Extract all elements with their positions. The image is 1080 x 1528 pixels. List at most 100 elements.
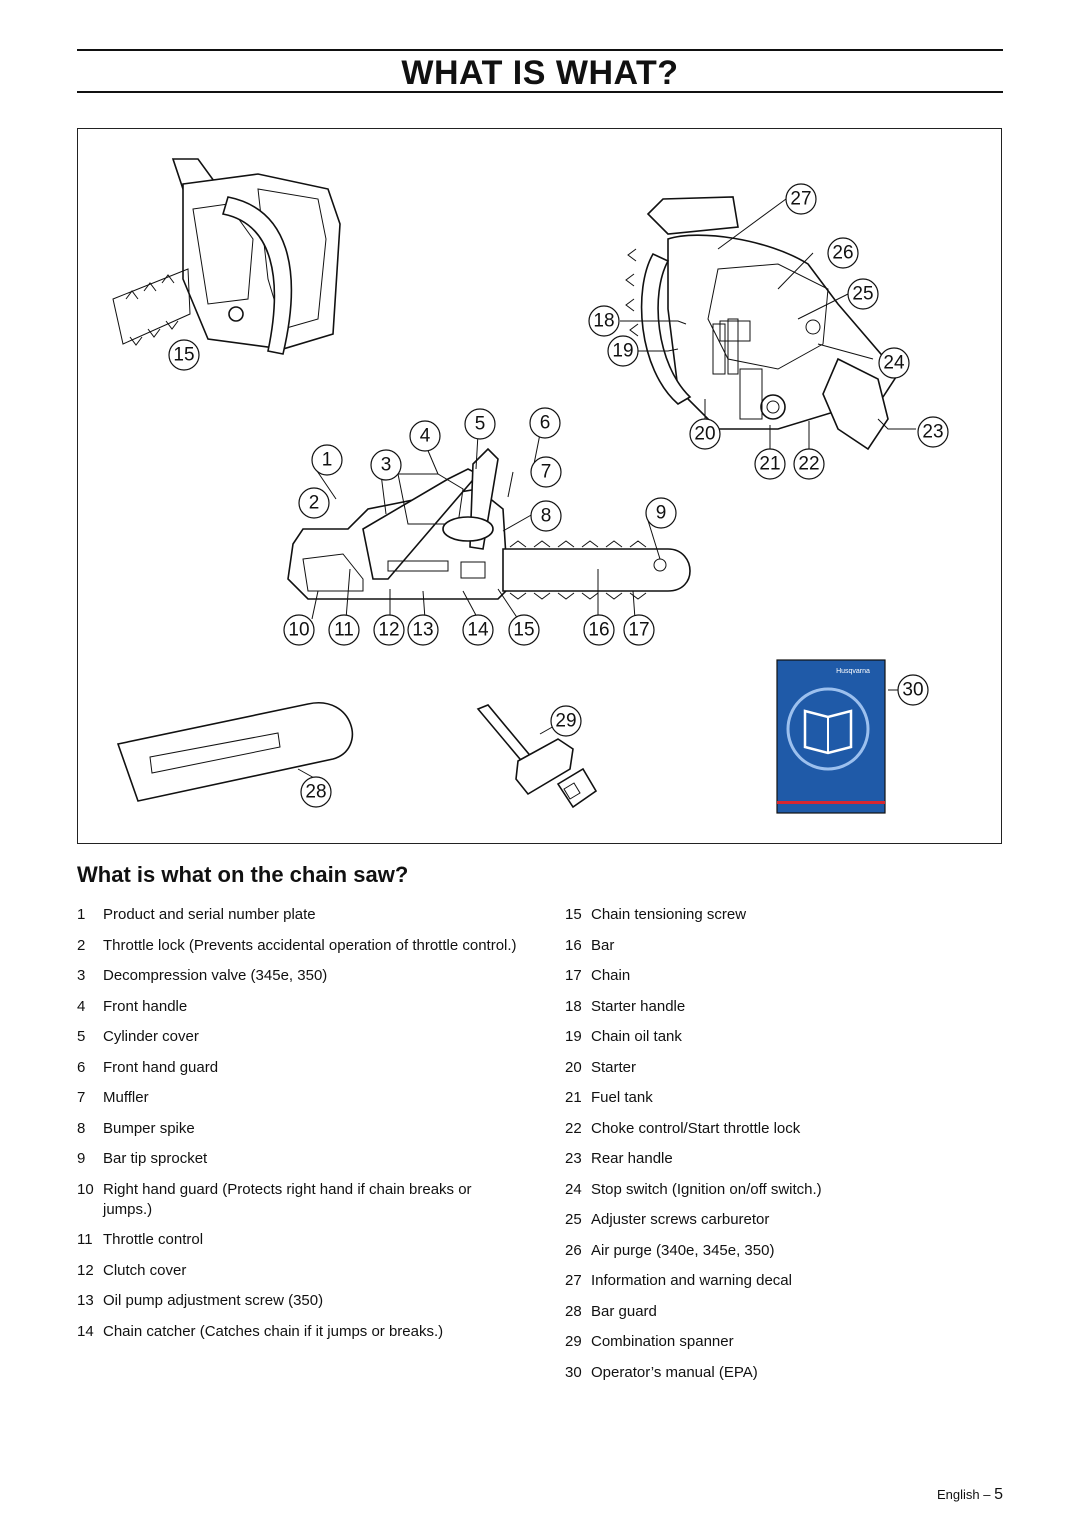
callout-10: 10 [283,614,315,646]
part-label: Bar guard [591,1302,657,1320]
callout-16: 16 [583,614,615,646]
footer-language: English [936,1487,980,1502]
svg-text:11: 11 [334,620,354,641]
part-number: 10 [77,1180,94,1198]
svg-text:5: 5 [475,414,486,435]
svg-text:13: 13 [412,620,433,641]
part-label: Front handle [103,997,188,1015]
callout-24: 24 [878,347,910,379]
part-number: 12 [77,1261,94,1279]
part-number: 22 [565,1119,582,1137]
callout-9: 9 [645,497,677,529]
callout-14: 14 [462,614,494,646]
part-label: Rear handle [591,1150,673,1167]
svg-text:16: 16 [588,620,609,641]
part-number: 20 [565,1058,582,1076]
rear-view-detail [625,196,899,451]
part-label: Decompression valve (345e, 350) [103,967,328,984]
bar-guard-illustration [116,701,353,802]
part-number: 23 [565,1150,582,1167]
callout-21: 21 [754,448,786,480]
part-label: Throttle lock (Prevents accidental opera… [103,936,517,954]
part-number: 16 [565,936,582,954]
part-number: 30 [565,1363,582,1381]
part-number: 14 [77,1322,94,1340]
callout-25: 25 [847,278,879,310]
callout-20: 20 [689,418,721,450]
section-heading: What is what on the chain saw? [77,862,409,887]
svg-text:9: 9 [656,503,667,524]
callout-3: 3 [370,449,402,481]
svg-text:18: 18 [593,311,614,332]
svg-text:8: 8 [541,506,552,527]
part-number: 8 [77,1119,86,1137]
callout-29: 29 [550,705,582,737]
svg-text:3: 3 [381,455,392,476]
callout-17: 17 [623,614,655,646]
callout-15-side: 15 [508,614,540,646]
callout-13: 13 [407,614,439,646]
svg-text:26: 26 [832,243,853,264]
part-label: Fuel tank [591,1089,653,1106]
svg-text:6: 6 [540,413,551,434]
part-label: Choke control/Start throttle lock [591,1119,801,1137]
svg-text:19: 19 [612,341,633,362]
callout-18: 18 [588,305,620,337]
part-number: 5 [77,1028,86,1045]
part-number: 7 [77,1089,86,1106]
callout-4: 4 [409,420,441,452]
parts-list-item: 22 Choke control/Start throttle lock [565,1119,1005,1139]
page-title: WHAT IS WHAT? [401,54,679,92]
svg-text:22: 22 [798,454,819,475]
part-number: 29 [565,1333,582,1350]
part-label: Clutch cover [103,1261,187,1279]
part-number: 25 [565,1211,582,1228]
svg-text:15: 15 [173,345,194,366]
callout-8: 8 [530,500,562,532]
part-label: Operator’s manual (EPA) [591,1363,758,1381]
svg-text:20: 20 [694,424,715,445]
svg-text:23: 23 [922,422,943,443]
part-label: Product and serial number plate [103,906,316,923]
svg-text:4: 4 [420,426,431,447]
parts-list-item: 23 Rear handle [565,1149,1005,1169]
part-number: 13 [77,1292,94,1309]
part-label: Front hand guard [103,1058,219,1076]
part-label: Starter handle [591,997,686,1015]
callout-15-top: 15 [168,339,200,371]
svg-text:Husqvarna: Husqvarna [836,668,870,675]
callout-5: 5 [464,408,496,440]
part-label: Starter [591,1058,637,1076]
svg-text:17: 17 [628,620,649,641]
part-number: 3 [77,967,86,984]
callout-23: 23 [917,416,949,448]
callout-7: 7 [530,456,562,488]
svg-text:2: 2 [309,493,320,514]
part-label: Muffler [103,1089,149,1106]
parts-list-item: 30 Operator’s manual (EPA) [565,1363,1005,1383]
part-number: 19 [565,1028,582,1045]
page-footer: English – 5 [937,1486,1003,1504]
svg-text:14: 14 [467,620,489,641]
part-label: Oil pump adjustment screw (350) [103,1292,324,1309]
callout-26: 26 [827,237,859,269]
parts-list-item: 7 Muffler [77,1088,517,1108]
combination-spanner-illustration [476,704,598,809]
